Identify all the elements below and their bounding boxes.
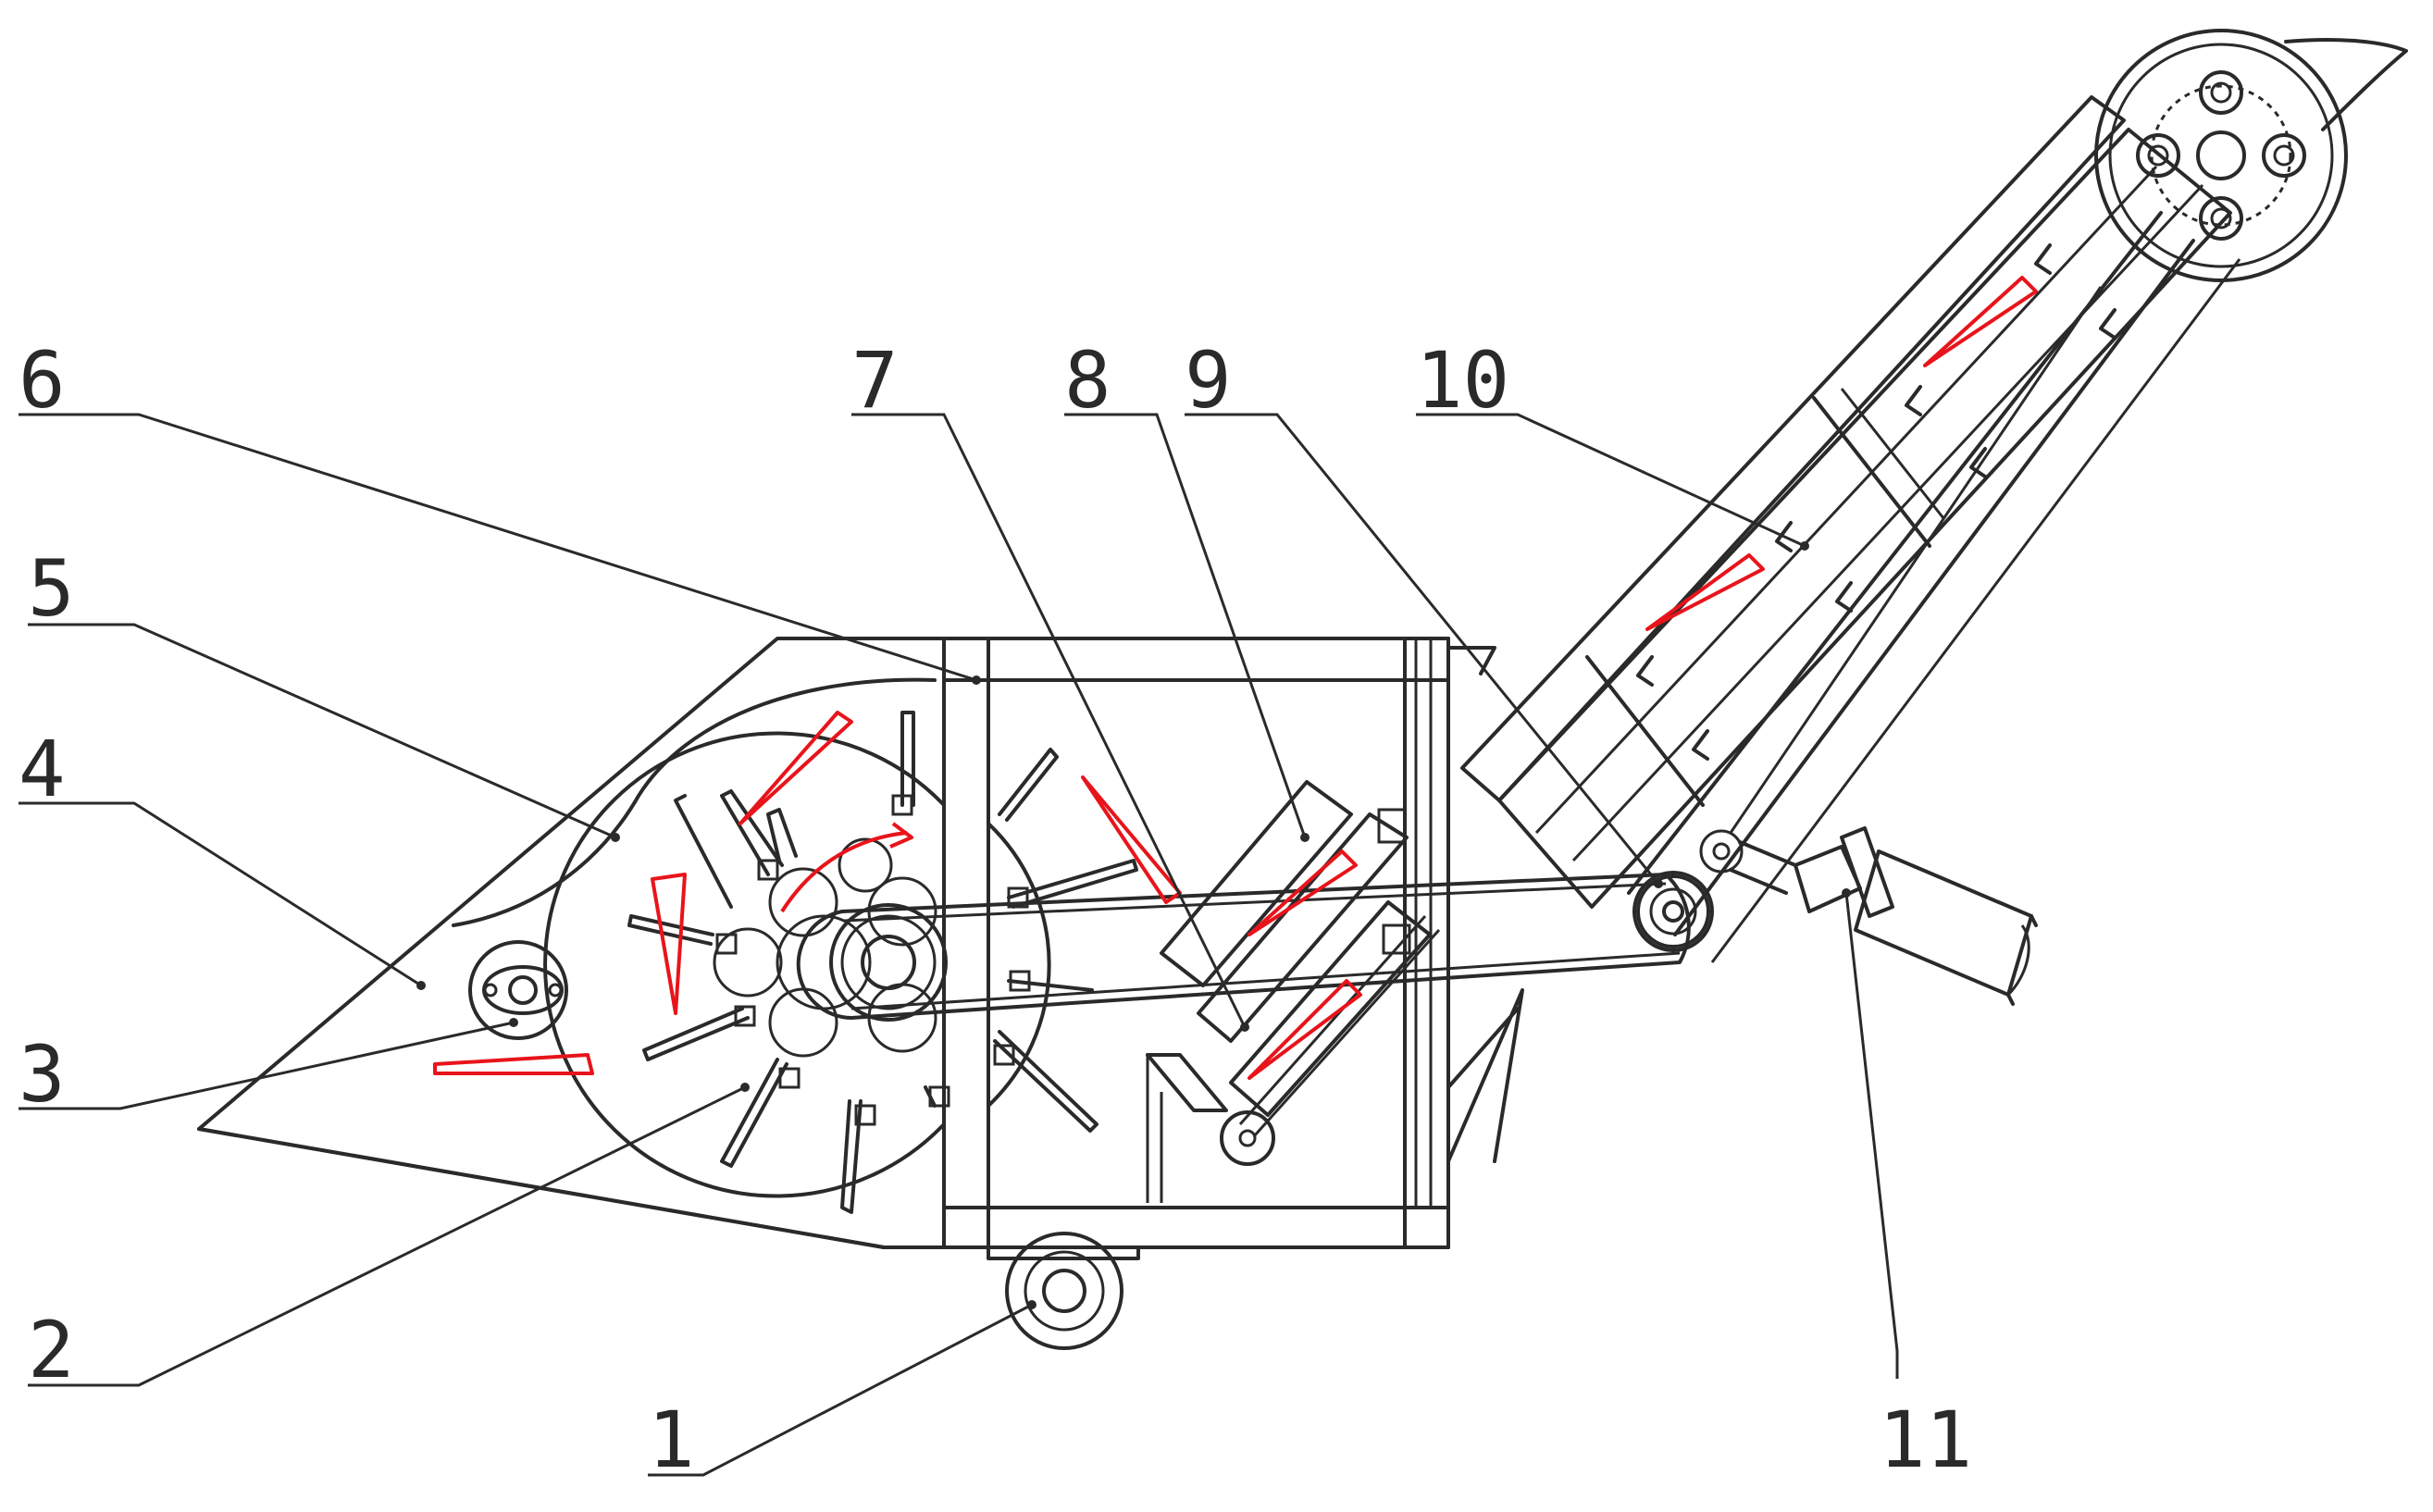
lower-sprocket: [1632, 829, 1797, 952]
callout-6: 6: [19, 335, 66, 426]
callout-3: 3: [19, 1029, 66, 1120]
callout-11: 11: [1879, 1394, 1972, 1485]
callout-labels: 6 5 4 3 2 1 7 8 9 10 11: [19, 335, 1972, 1485]
leader-lines: [19, 413, 1899, 1477]
callout-8: 8: [1064, 335, 1111, 426]
cleaning-conveyor: [1146, 780, 1441, 1203]
callout-2: 2: [28, 1305, 75, 1395]
hydraulic-cylinder: [1794, 826, 2038, 1006]
callout-10: 10: [1416, 335, 1509, 426]
elevator-conveyor: [1460, 29, 2408, 963]
callout-7: 7: [851, 335, 899, 426]
callout-5: 5: [28, 543, 75, 634]
callout-4: 4: [19, 724, 66, 814]
drum-fingers: [627, 711, 1138, 1214]
feed-roller: [468, 940, 568, 1040]
picking-drum: [543, 711, 1138, 1214]
crop-flow-arrows: [433, 276, 2038, 1080]
harvester-body: [197, 637, 1524, 1260]
callout-1: 1: [648, 1394, 695, 1485]
ground-wheel: [1005, 1232, 1123, 1350]
head-pulley: [2094, 29, 2348, 282]
callout-9: 9: [1185, 335, 1232, 426]
elevator-flights: [1636, 243, 2116, 761]
guard-arc: [452, 677, 937, 927]
drive-belt: [796, 873, 1710, 1020]
